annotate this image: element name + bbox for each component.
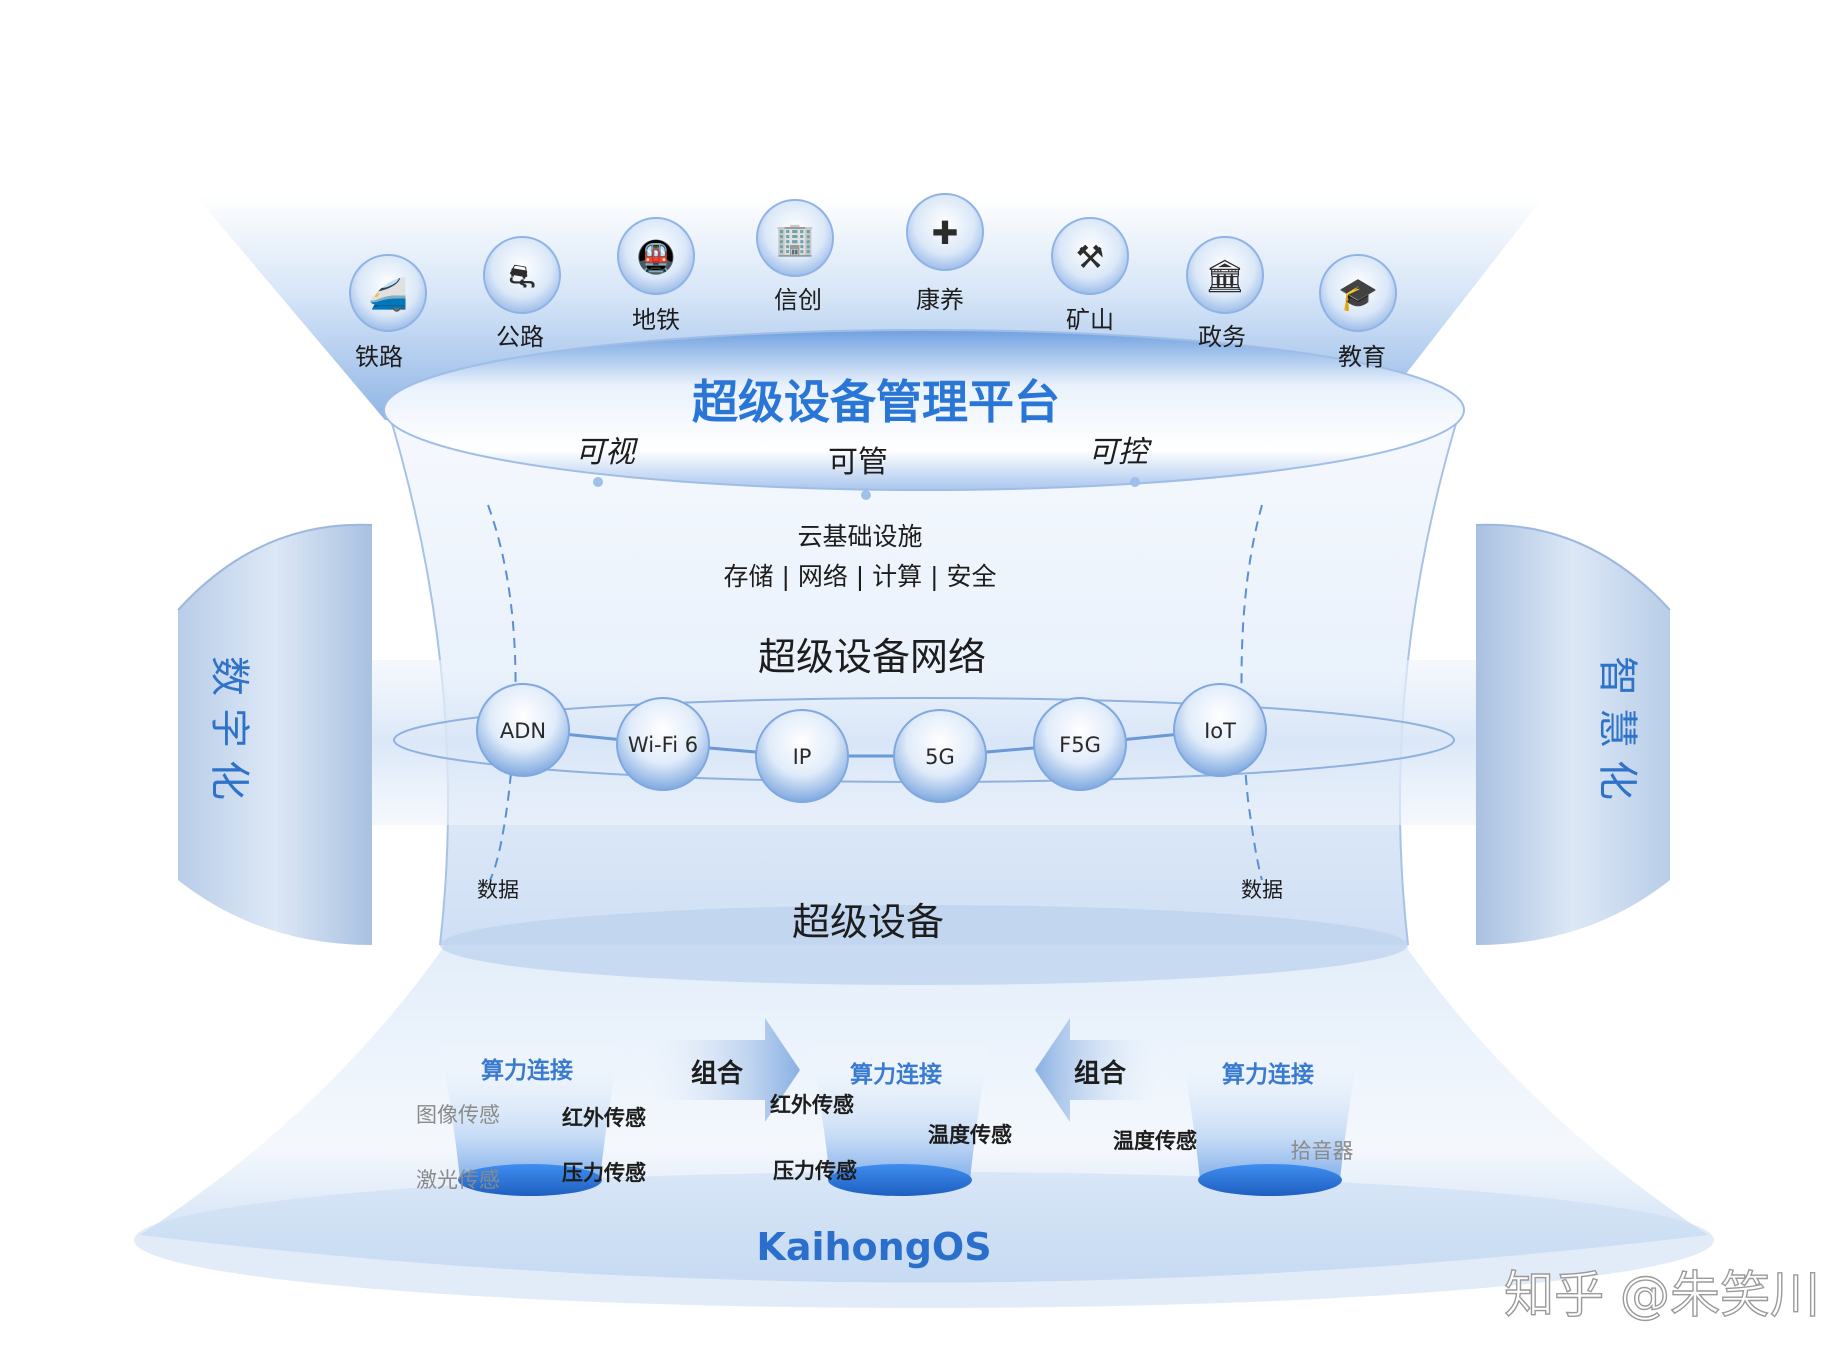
industry-icon-bg	[1319, 254, 1397, 332]
combine-arrow-right	[628, 1018, 800, 1122]
industry-icon-bg	[756, 199, 834, 277]
metro-icon: 🚇	[636, 238, 676, 276]
combine-label-left: 组合	[691, 1058, 744, 1089]
side-right-char-3: 化	[1594, 760, 1640, 800]
network-node-label: Wi-Fi 6	[628, 733, 698, 757]
network-node-ball	[755, 709, 849, 803]
network-node-ball	[1033, 697, 1127, 791]
mining-icon: ⚒	[1076, 238, 1105, 276]
feature-controllable: 可控	[1088, 435, 1153, 470]
sensor-label: 压力传感	[562, 1161, 646, 1185]
side-left-char-1: 数	[206, 656, 252, 696]
industry-label: 信创	[774, 286, 822, 314]
sensor-label: 图像传感	[416, 1103, 500, 1127]
data-label-right: 数据	[1241, 878, 1283, 902]
network-node-ball	[476, 683, 570, 777]
industry-item: 🚇 地铁	[617, 217, 695, 334]
side-panel-left: 数 字 化	[177, 523, 373, 945]
cloud-title: 云基础设施	[797, 522, 922, 551]
road-icon: ⛐	[508, 257, 536, 295]
compute-label-2: 算力连接	[850, 1061, 942, 1088]
train-icon: 🚄	[368, 275, 408, 313]
network-node: ADN	[476, 683, 570, 777]
industry-label: 地铁	[632, 306, 680, 334]
industry-item: 🏛 政务	[1186, 236, 1264, 351]
building-icon: 🏢	[775, 220, 815, 258]
network-title: 超级设备网络	[758, 635, 986, 679]
os-title: KaihongOS	[756, 1225, 991, 1269]
network-node-label: ADN	[500, 719, 546, 743]
sensor-label: 激光传感	[416, 1168, 500, 1192]
graduation-cap-icon: 🎓	[1338, 275, 1378, 313]
device-title: 超级设备	[792, 900, 944, 944]
compute-group-2: 算力连接 红外传感 温度传感 压力传感	[770, 1040, 1012, 1196]
sensor-label: 拾音器	[1291, 1139, 1354, 1163]
network-node: IP	[755, 709, 849, 803]
industry-item: 🎓 教育	[1319, 254, 1397, 371]
industry-label: 公路	[496, 323, 544, 351]
industry-item: ✚ 康养	[906, 193, 984, 314]
watermark: 知乎 @朱笑川	[1504, 1266, 1820, 1324]
side-right-char-2: 慧	[1594, 708, 1640, 748]
sensor-label: 温度传感	[1113, 1129, 1197, 1153]
composition-area: 组合 组合 算力连接 图像传感 红外传感 激光传感 压力传感 算力连接 红外传感…	[416, 1018, 1360, 1196]
industry-icon-bg	[1186, 236, 1264, 314]
platform-band	[383, 329, 1465, 500]
network-node-ball	[616, 697, 710, 791]
combine-label-right: 组合	[1074, 1058, 1127, 1089]
industry-label: 铁路	[355, 343, 403, 371]
industry-icon-bg	[483, 236, 561, 314]
network-node-label: 5G	[925, 745, 955, 769]
industry-item: ⛐ 公路	[483, 236, 561, 351]
network-node: IoT	[1173, 683, 1267, 777]
government-icon: 🏛	[1205, 257, 1246, 295]
combine-arrow-left	[1035, 1018, 1175, 1122]
industry-label: 康养	[916, 286, 964, 314]
industry-item: ⚒ 矿山	[1051, 217, 1129, 334]
network-node-label: F5G	[1059, 733, 1101, 757]
network-node-ball	[1173, 683, 1267, 777]
industry-label: 教育	[1338, 343, 1386, 371]
compute-group-3: 算力连接 温度传感 拾音器	[1113, 1040, 1360, 1196]
sensor-label: 红外传感	[562, 1106, 646, 1130]
compute-label-1: 算力连接	[481, 1057, 573, 1084]
industry-item: 🚄 铁路	[349, 254, 427, 371]
industry-label: 矿山	[1066, 306, 1114, 334]
network-node-label: IoT	[1204, 719, 1236, 743]
side-right-char-1: 智	[1594, 656, 1640, 696]
industry-label: 政务	[1198, 323, 1246, 351]
sensor-label: 温度传感	[928, 1123, 1012, 1147]
platform-title: 超级设备管理平台	[692, 375, 1060, 429]
side-left-char-2: 字	[206, 708, 252, 748]
network-node: Wi-Fi 6	[616, 697, 710, 791]
compute-label-3: 算力连接	[1222, 1061, 1314, 1088]
care-hands-icon: ✚	[932, 214, 959, 252]
sensor-label: 红外传感	[770, 1093, 854, 1117]
industry-item: 🏢 信创	[756, 199, 834, 314]
compute-group-1: 算力连接 图像传感 红外传感 激光传感 压力传感	[416, 1040, 646, 1196]
side-panel-right: 智 慧 化	[1475, 523, 1671, 945]
network-node-ball	[893, 709, 987, 803]
feature-manageable: 可管	[828, 445, 888, 480]
industry-icon-bg	[617, 217, 695, 295]
industry-icon-bg	[349, 254, 427, 332]
network-node: F5G	[1033, 697, 1127, 791]
network-nodes: ADN Wi-Fi 6 IP 5G F5G IoT	[476, 683, 1267, 803]
feature-visible: 可视	[575, 435, 639, 470]
network-node: 5G	[893, 709, 987, 803]
cloud-items: 存储 | 网络 | 计算 | 安全	[724, 562, 997, 591]
sensor-label: 压力传感	[773, 1159, 857, 1183]
side-left-char-3: 化	[206, 760, 252, 800]
industry-icon-bg	[906, 193, 984, 271]
industry-icons: 🚄 铁路 ⛐ 公路 🚇 地铁 🏢 信创 ✚ 康养 ⚒ 矿山 🏛 政务 🎓 教育	[349, 193, 1397, 371]
network-node-label: IP	[793, 745, 812, 769]
data-label-left: 数据	[477, 878, 519, 902]
industry-icon-bg	[1051, 217, 1129, 295]
